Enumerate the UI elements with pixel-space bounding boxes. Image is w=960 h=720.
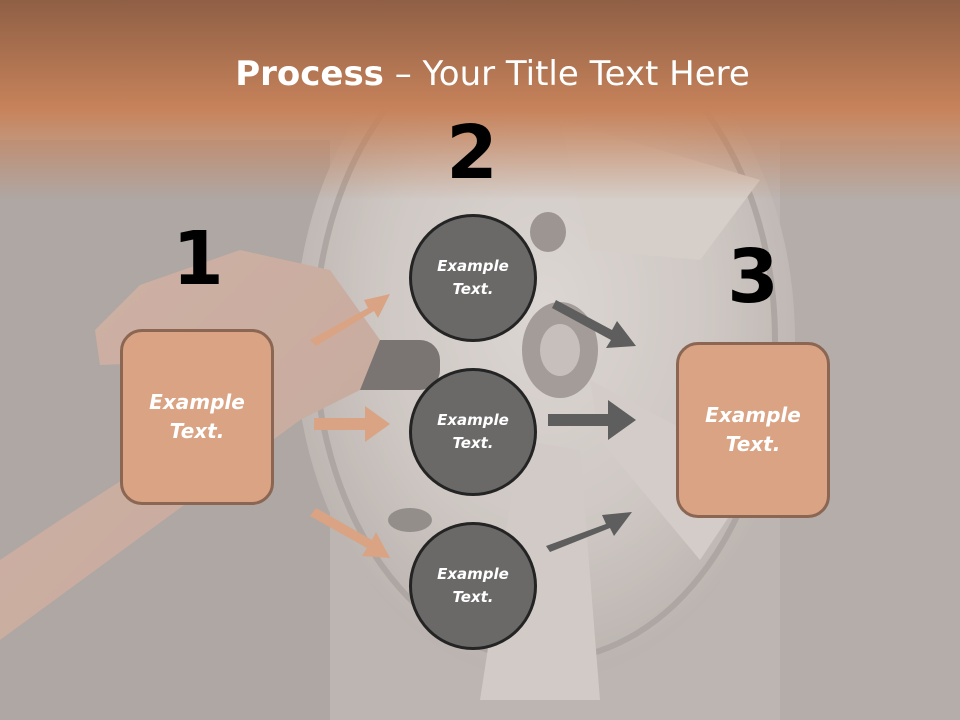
stage-number-1: 1: [172, 216, 224, 302]
title-rest: – Your Title Text Here: [383, 54, 750, 94]
stage-2-circle-bottom-text: Example Text.: [437, 565, 509, 606]
slide-title: Process – Your Title Text Here: [0, 52, 960, 96]
stage-1-text: Example Text.: [149, 390, 245, 443]
stage-3-text: Example Text.: [705, 403, 801, 456]
stage-number-2: 2: [446, 110, 498, 196]
stage-2-circle-middle: Example Text.: [409, 368, 537, 496]
stage-2-circle-middle-text: Example Text.: [437, 411, 509, 452]
stage-1-box: Example Text.: [120, 329, 274, 505]
stage-2-circle-bottom: Example Text.: [409, 522, 537, 650]
stage-3-box: Example Text.: [676, 342, 830, 518]
stage-2-circle-top: Example Text.: [409, 214, 537, 342]
stage-number-3: 3: [727, 234, 779, 320]
stage-2-circle-top-text: Example Text.: [437, 257, 509, 298]
title-bold: Process: [235, 54, 384, 94]
